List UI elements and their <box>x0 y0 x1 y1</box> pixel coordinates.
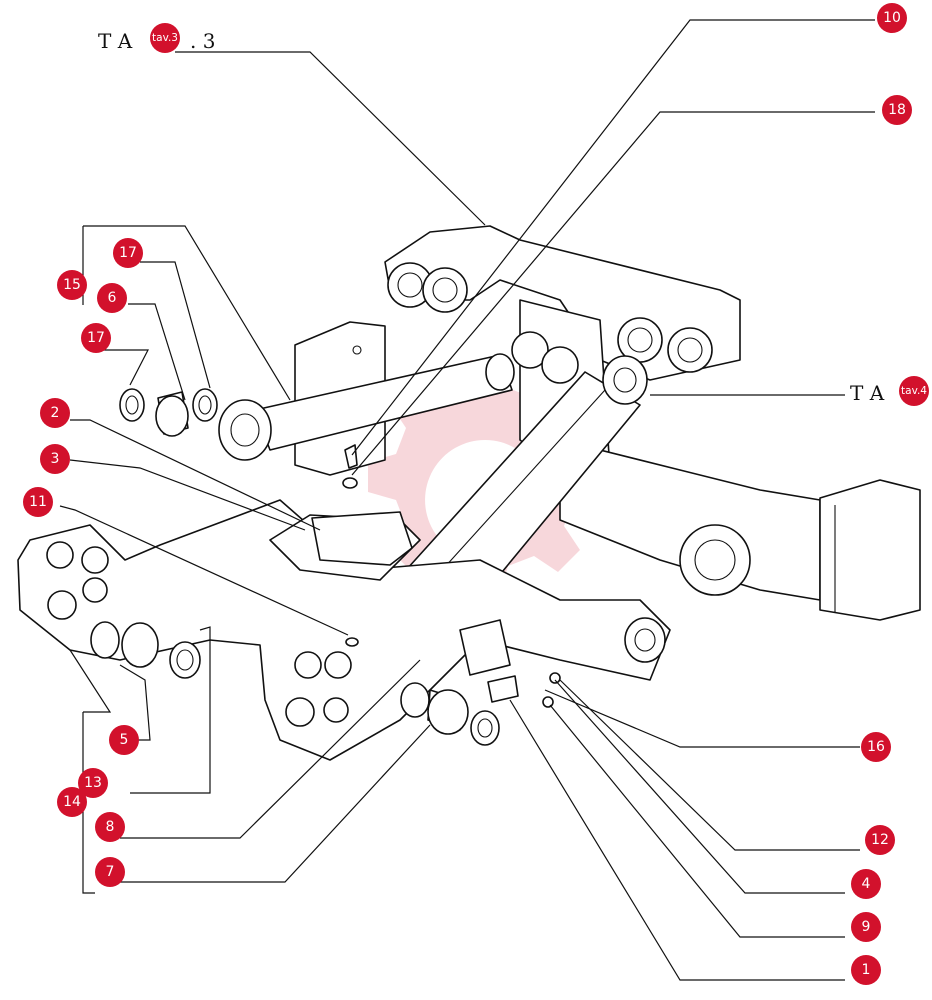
axle-beam-part <box>559 439 921 621</box>
callout-7-label: 7 <box>106 864 115 880</box>
callout-17-lower[interactable]: 17 <box>81 323 111 353</box>
lower-bushings-part <box>90 621 500 746</box>
callout-5-label: 5 <box>120 732 129 748</box>
callout-8-label: 8 <box>106 819 115 835</box>
callout-9[interactable]: 9 <box>851 912 881 942</box>
callout-6[interactable]: 6 <box>97 283 127 313</box>
callout-3[interactable]: 3 <box>40 444 70 474</box>
leader-lines <box>59 19 875 981</box>
ref-table-label-left-suffix: . 3 <box>190 29 215 53</box>
callout-2-label: 2 <box>51 405 60 421</box>
callout-11[interactable]: 11 <box>23 487 53 517</box>
swing-arm-part <box>17 499 671 761</box>
ref-table-label-right: T A <box>850 381 885 405</box>
callout-17-lower-label: 17 <box>87 330 105 346</box>
callout-3-label: 3 <box>51 451 60 467</box>
callout-11-label: 11 <box>29 494 47 510</box>
callout-16-label: 16 <box>867 739 885 755</box>
callout-8[interactable]: 8 <box>95 812 125 842</box>
small-hardware-part <box>342 444 561 708</box>
callout-13[interactable]: 13 <box>78 768 108 798</box>
callout-2[interactable]: 2 <box>40 398 70 428</box>
callout-17-upper[interactable]: 17 <box>113 238 143 268</box>
upper-bushings-part <box>119 388 218 437</box>
callout-7[interactable]: 7 <box>95 857 125 887</box>
callout-tav4[interactable]: tav.4 <box>899 376 929 406</box>
callout-15-label: 15 <box>63 277 81 293</box>
callout-5[interactable]: 5 <box>109 725 139 755</box>
callout-12[interactable]: 12 <box>865 825 895 855</box>
callout-4[interactable]: 4 <box>851 869 881 899</box>
callout-16[interactable]: 16 <box>861 732 891 762</box>
callout-10-label: 10 <box>883 10 901 26</box>
callout-tav3[interactable]: tav.3 <box>150 23 180 53</box>
ref-table-label-left: T A <box>98 29 133 53</box>
callout-15[interactable]: 15 <box>57 270 87 300</box>
callout-18[interactable]: 18 <box>882 95 912 125</box>
pad-part <box>269 511 421 581</box>
callout-tav4-label: tav.4 <box>901 385 927 397</box>
callout-1-label: 1 <box>862 962 871 978</box>
callout-14-label: 14 <box>63 794 81 810</box>
upper-pin-part <box>218 353 515 461</box>
callout-4-label: 4 <box>862 876 871 892</box>
callout-14[interactable]: 14 <box>57 787 87 817</box>
callout-18-label: 18 <box>888 102 906 118</box>
callout-12-label: 12 <box>871 832 889 848</box>
callout-1[interactable]: 1 <box>851 955 881 985</box>
callout-9-label: 9 <box>862 919 871 935</box>
callout-10[interactable]: 10 <box>877 3 907 33</box>
callout-13-label: 13 <box>84 775 102 791</box>
callout-17-upper-label: 17 <box>119 245 137 261</box>
callout-tav3-label: tav.3 <box>152 32 178 44</box>
callout-6-label: 6 <box>108 290 117 306</box>
